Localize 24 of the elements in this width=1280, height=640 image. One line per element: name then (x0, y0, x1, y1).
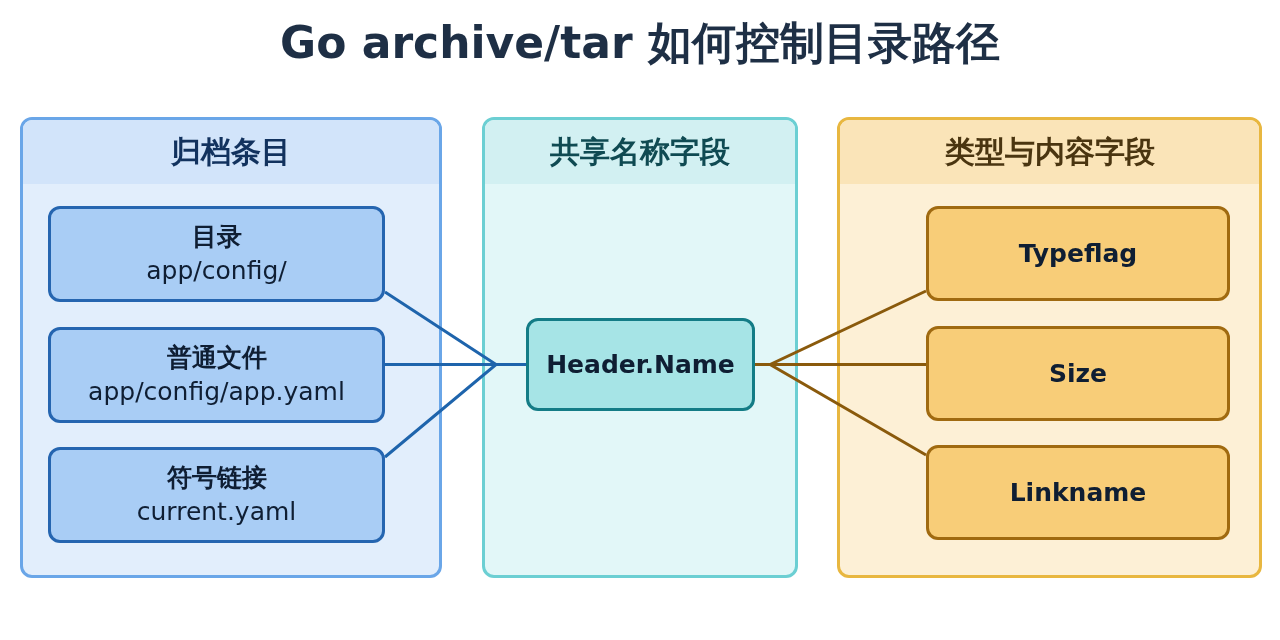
field-box (48, 327, 385, 423)
entry-label: Header.Name (546, 348, 735, 381)
entry-label: Typeflag (1018, 237, 1138, 270)
field-box (926, 206, 1230, 301)
entry-label: 目录 (191, 221, 242, 254)
field-box (48, 447, 385, 543)
group-panel (20, 117, 442, 578)
path-text: current.yaml (136, 496, 297, 528)
path-text: app/config/ (146, 255, 287, 287)
field-box (48, 206, 385, 302)
group-panel (482, 117, 798, 578)
panel-heading: 归档条目 (171, 132, 291, 171)
entry-label: 普通文件 (166, 342, 267, 375)
title: Go archive/tar 如何控制目录路径 (279, 16, 1001, 70)
panel-heading: 共享名称字段 (550, 132, 730, 171)
field-box (526, 318, 755, 411)
entry-label: Linkname (1009, 476, 1147, 509)
field-box (926, 326, 1230, 421)
path-text: app/config/app.yaml (88, 376, 345, 408)
panel-heading: 类型与内容字段 (944, 132, 1155, 171)
entry-label: 符号链接 (166, 462, 267, 495)
entry-label: Size (1048, 357, 1108, 390)
field-box (926, 445, 1230, 540)
group-panel (837, 117, 1262, 578)
